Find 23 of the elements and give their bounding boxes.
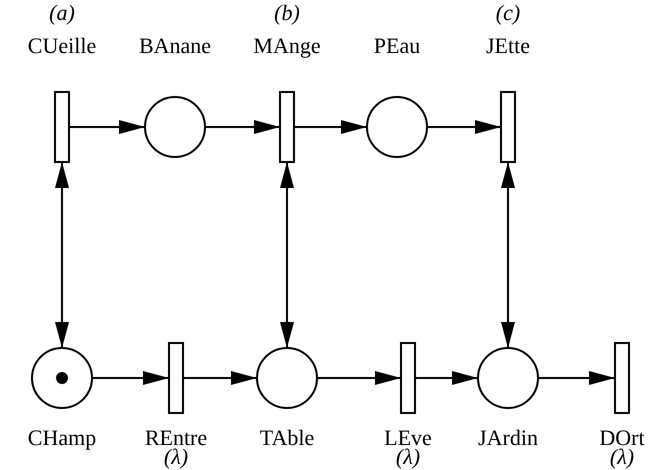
node-label: MAnge <box>253 34 321 58</box>
node-label: PEau <box>374 34 420 58</box>
arc-arrow <box>183 371 257 385</box>
arc-arrow <box>55 162 69 348</box>
node-annotation: (b) <box>274 2 300 24</box>
arc-arrow <box>317 371 401 385</box>
arc-arrow <box>280 162 294 348</box>
arc-arrow <box>92 371 169 385</box>
node-label: BAnane <box>138 34 212 58</box>
arc-arrow <box>501 162 515 348</box>
node-label: JEtte <box>486 34 530 58</box>
arc-arrow <box>294 120 367 134</box>
node-label: TAble <box>260 426 314 450</box>
arc-arrow <box>69 120 145 134</box>
node-annotation: (a) <box>49 2 75 24</box>
arc-arrow <box>427 120 501 134</box>
node-label: CHamp <box>28 426 96 450</box>
arc-arrow <box>538 371 615 385</box>
node-label: JArdin <box>478 426 538 450</box>
arc-arrow <box>415 371 478 385</box>
arc-arrow <box>205 120 280 134</box>
node-annotation: (c) <box>496 2 520 24</box>
node-label: CUeille <box>28 34 96 58</box>
